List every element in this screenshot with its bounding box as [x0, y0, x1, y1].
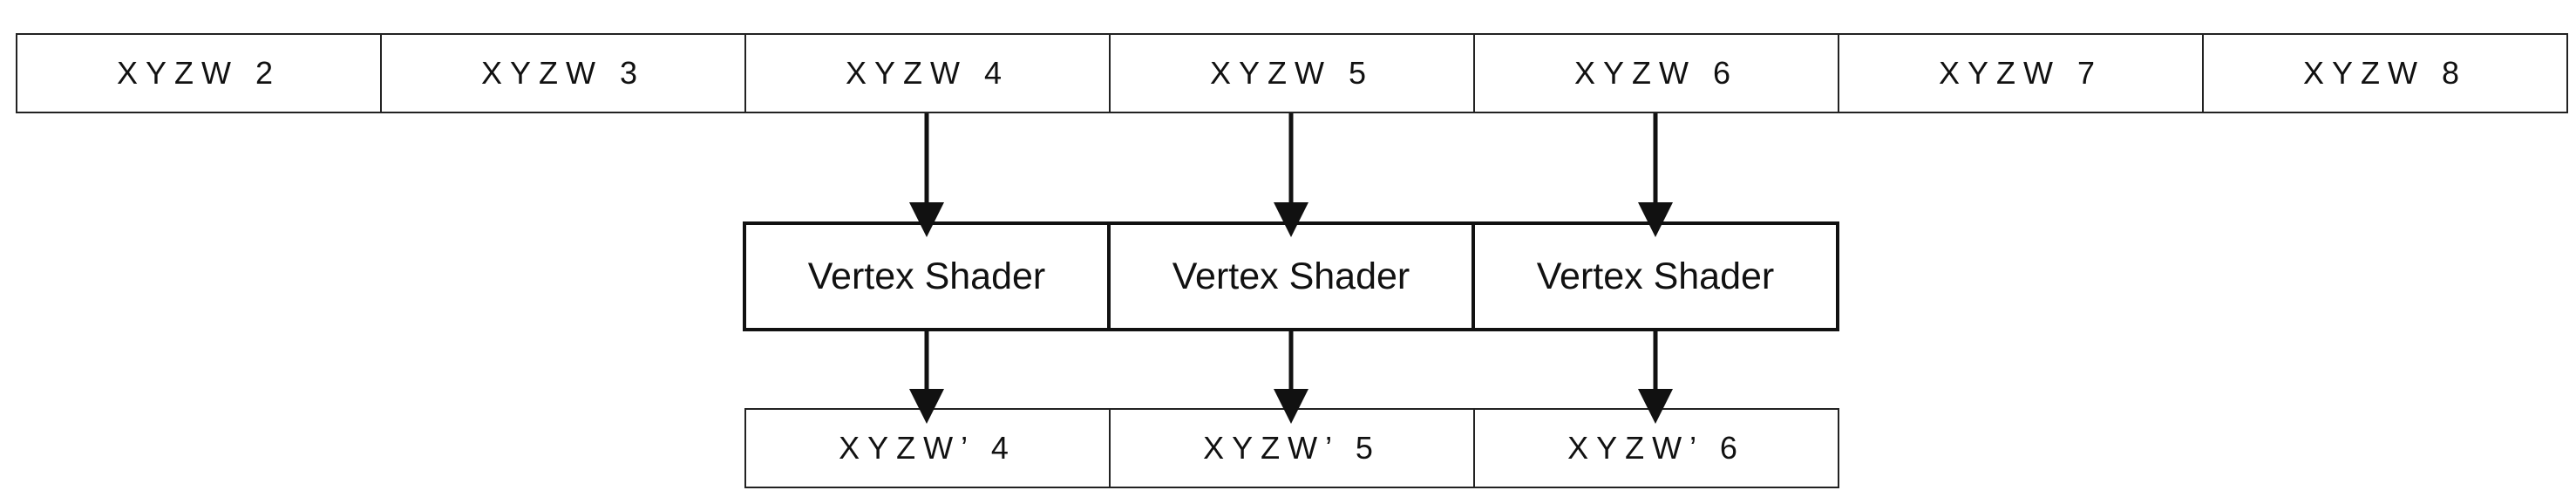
input-vertex-cell-5: XYZW 5 — [1109, 33, 1475, 113]
input-vertex-cell-4: XYZW 4 — [744, 33, 1111, 113]
input-vertex-cell-8: XYZW 8 — [2202, 33, 2568, 113]
input-vertex-cell-6: XYZW 6 — [1473, 33, 1839, 113]
input-vertex-cell-7: XYZW 7 — [1838, 33, 2204, 113]
output-vertex-cell-5: XYZW’ 5 — [1109, 408, 1475, 488]
vertex-shader-box-3: Vertex Shader — [1472, 221, 1839, 331]
input-vertex-cell-3: XYZW 3 — [380, 33, 746, 113]
input-vertex-cell-2: XYZW 2 — [16, 33, 382, 113]
vertex-shader-box-1: Vertex Shader — [743, 221, 1111, 331]
vertex-shader-box-2: Vertex Shader — [1107, 221, 1475, 331]
output-vertex-cell-6: XYZW’ 6 — [1473, 408, 1839, 488]
output-vertex-cell-4: XYZW’ 4 — [744, 408, 1111, 488]
